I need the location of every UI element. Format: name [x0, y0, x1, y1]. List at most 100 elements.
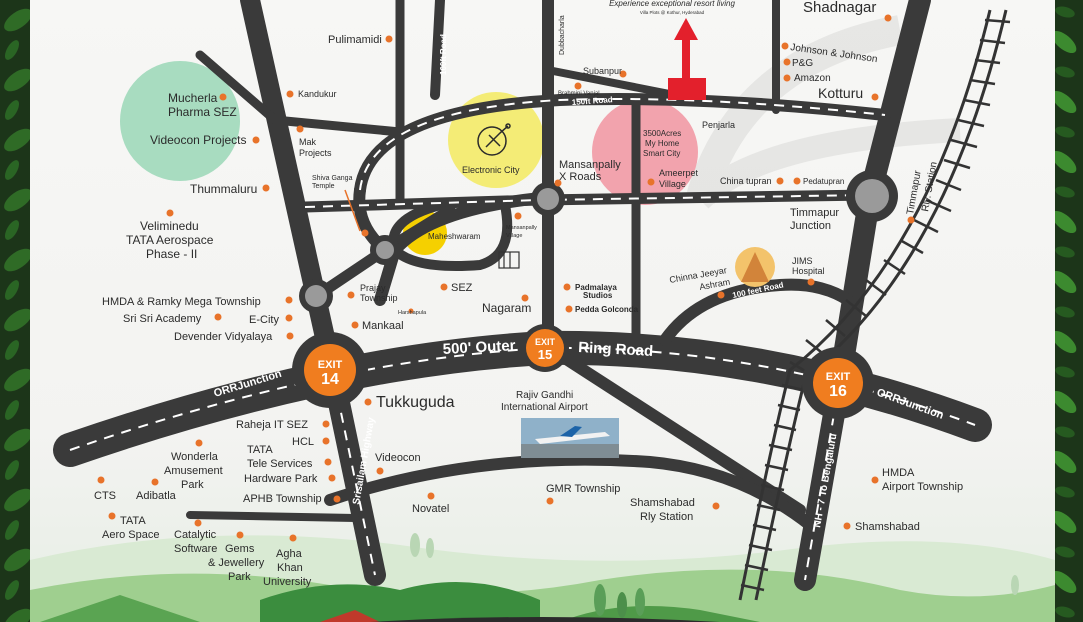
label-gems: Gems	[225, 543, 255, 555]
poi-dots	[97, 14, 915, 542]
road-label-500-outer: 500' Outer	[442, 337, 516, 358]
label-hmda-ramky: HMDA & Ramky Mega Township	[102, 296, 261, 308]
label-jewellery: & Jewellery	[208, 557, 265, 569]
label-pulimamidi: Pulimamidi	[328, 34, 382, 46]
label-park: Park	[181, 479, 204, 491]
zone-pharma-sez	[120, 61, 240, 181]
label-devender: Devender Vidyalaya	[174, 331, 273, 343]
road-label-150ft: 150ft Road	[572, 95, 614, 107]
exit-16-badge: EXIT 16	[802, 347, 874, 419]
label-harshapula: Harshapula	[398, 310, 427, 316]
label-kotturu: Kotturu	[818, 85, 863, 101]
label-kandukur: Kandukur	[298, 89, 337, 99]
svg-text:EXIT: EXIT	[535, 337, 556, 347]
railway-track	[738, 9, 1011, 601]
label-phase-2: Phase - II	[146, 247, 197, 261]
label-amusement: Amusement	[164, 465, 223, 477]
label-tata-aero: TATA	[120, 515, 146, 527]
label-tata-aerospace-2: TATA Aerospace	[126, 233, 214, 247]
label-tukkuguda: Tukkuguda	[376, 394, 455, 411]
label-rajiv-gandhi: Rajiv Gandhi	[516, 390, 573, 401]
label-novatel: Novatel	[412, 503, 449, 515]
label-timmapur: Timmapur	[790, 207, 839, 219]
project-location-arrow	[668, 18, 706, 100]
label-international-airport: International Airport	[501, 402, 588, 413]
label-tele-services: Tele Services	[247, 458, 313, 470]
label-mucherla: Mucherla	[168, 91, 218, 105]
label-maheshwaram: Maheshwaram	[428, 232, 481, 241]
palm-watermark	[685, 15, 961, 209]
label-jims-hospital: Hospital	[792, 266, 825, 276]
label-rly-station: Rly Station	[640, 511, 693, 523]
label-sri-sri: Sri Sri Academy	[123, 313, 202, 325]
label-aero-space: Aero Space	[102, 529, 159, 541]
label-thummaluru: Thummaluru	[190, 182, 257, 196]
label-nagaram: Nagaram	[482, 301, 531, 315]
label-hardware-park: Hardware Park	[244, 473, 318, 485]
electronic-city-icon	[477, 123, 511, 156]
svg-text:16: 16	[829, 383, 847, 400]
exit-14-badge: EXIT 14	[292, 332, 368, 408]
label-padmalaya: Padmalaya	[575, 283, 617, 292]
label-cts: CTS	[94, 490, 116, 502]
label-hmda: HMDA	[882, 467, 915, 479]
road-label-ring-road: Ring Road	[578, 339, 654, 360]
svg-text:15: 15	[538, 347, 552, 362]
label-adibatla: Adibatla	[136, 490, 177, 502]
label-e-city: E-City	[249, 314, 279, 326]
label-mak-1: Mak	[299, 137, 317, 147]
label-mansanpally-village-2: Village	[506, 233, 522, 239]
label-shamshabad-1: Shamshabad	[630, 497, 695, 509]
label-shiva-ganga-2: Temple	[312, 183, 335, 190]
label-wonderla: Wonderla	[171, 451, 219, 463]
label-ameerpet: Ameerpet	[659, 168, 699, 178]
label-amazon: Amazon	[794, 73, 831, 84]
label-timmapur-junction: Junction	[790, 220, 831, 232]
label-videocon-projects: Videocon Projects	[150, 133, 247, 147]
label-gmr-township: GMR Township	[546, 483, 620, 495]
label-3500acres: 3500Acres	[643, 129, 681, 138]
label-mankaal: Mankaal	[362, 320, 404, 332]
tagline: Experience exceptional resort living	[609, 0, 735, 8]
label-tata-tele: TATA	[247, 444, 273, 456]
label-aphb: APHB Township	[243, 493, 322, 505]
label-hcl: HCL	[292, 436, 314, 448]
label-agha: Agha	[276, 548, 303, 560]
label-jims: JIMS	[792, 256, 813, 266]
road-label-dubbacharla: Dubbacharla	[559, 15, 566, 55]
zone-smart-city	[592, 99, 698, 205]
label-my-home: My Home	[645, 139, 680, 148]
label-shamshabad: Shamshabad	[855, 521, 920, 533]
label-pedatupran: Pedatupran	[803, 177, 844, 186]
label-subanpur: Subanpur	[583, 66, 622, 76]
label-prajay: Prajay	[360, 283, 386, 293]
label-electronic-city: Electronic City	[462, 165, 520, 175]
label-mansanpally: Mansanpally	[559, 159, 621, 171]
shiva-ganga-pointer	[344, 189, 361, 232]
label-videocon: Videocon	[375, 452, 421, 464]
tagline-sub: Villa Plots @ Kothur, Hyderabad	[640, 10, 705, 15]
svg-text:EXIT: EXIT	[826, 371, 851, 383]
label-penjarla: Penjarla	[702, 120, 735, 130]
label-airport-township: Airport Township	[882, 481, 963, 493]
label-x-roads: X Roads	[559, 171, 602, 183]
label-software: Software	[174, 543, 217, 555]
label-studios: Studios	[583, 291, 613, 300]
label-veliminedu: Veliminedu	[140, 219, 199, 233]
airport-image	[521, 418, 619, 458]
label-smart-city: Smart City	[643, 149, 680, 158]
label-pg: P&G	[792, 58, 813, 69]
svg-text:EXIT: EXIT	[318, 359, 343, 371]
chinna-jeeyar-temple-icon	[735, 247, 775, 287]
township-icon	[498, 251, 520, 269]
svg-text:14: 14	[321, 371, 339, 388]
junction-markers	[299, 170, 898, 313]
label-prajay-township: Township	[360, 293, 398, 303]
label-raheja: Raheja IT SEZ	[236, 419, 308, 431]
label-pharma-sez: Pharma SEZ	[168, 105, 237, 119]
label-shadnagar: Shadnagar	[803, 0, 876, 16]
label-china-tupran: China tupran	[720, 176, 772, 186]
exit-15-badge: EXIT 15	[521, 324, 569, 372]
